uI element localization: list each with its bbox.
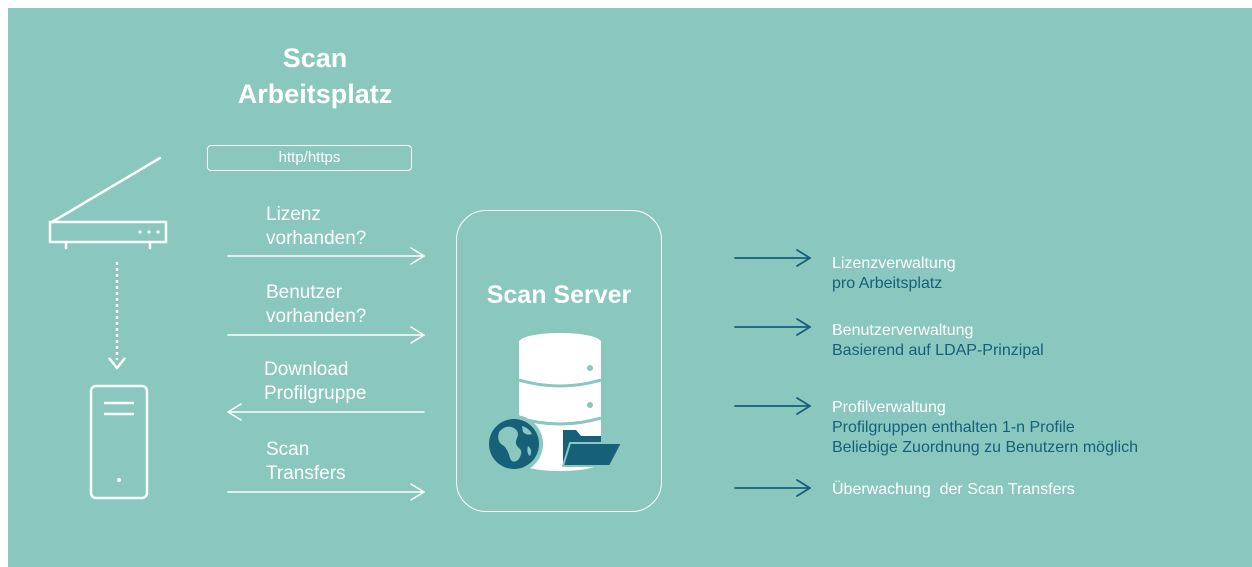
feature-arrow-user [734, 318, 811, 336]
message-transfers: Scan Transfers [266, 438, 346, 486]
protocol-badge: http/https [207, 145, 412, 171]
message-license: Lizenz vorhanden? [266, 203, 366, 251]
message-transfers-line2: Transfers [266, 463, 346, 484]
feature-license-line: pro Arbeitsplatz [832, 275, 943, 292]
feature-user-title: Benutzerverwaltung [832, 322, 974, 339]
feature-profile-line1: Profilgruppen enthalten 1-n Profile [832, 419, 1075, 436]
feature-license: Lizenzverwaltung pro Arbeitsplatz [832, 254, 956, 294]
arrow-user-to-server [227, 326, 425, 344]
arrow-license-to-server [227, 247, 425, 265]
feature-user-line: Basierend auf LDAP-Prinzipal [832, 342, 1044, 359]
workstation-title-line2: Arbeitsplatz [237, 79, 393, 109]
message-profile-line2: Profilgruppe [264, 383, 367, 404]
message-user-line2: vorhanden? [266, 306, 367, 327]
feature-monitoring-title: Überwachung der Scan Transfers [832, 481, 1075, 498]
feature-monitoring: Überwachung der Scan Transfers [832, 480, 1075, 500]
feature-arrow-license [734, 249, 811, 267]
computer-tower-icon [89, 384, 149, 500]
arrow-transfers-to-server [227, 483, 425, 501]
feature-arrow-monitoring [734, 479, 811, 497]
feature-user: Benutzerverwaltung Basierend auf LDAP-Pr… [832, 321, 1044, 361]
workstation-title: Scan Arbeitsplatz [230, 40, 400, 112]
globe-icon [485, 415, 543, 473]
scanner-icon [48, 156, 168, 250]
feature-profile-title: Profilverwaltung [832, 399, 946, 416]
feature-arrow-profile [734, 397, 811, 415]
feature-license-title: Lizenzverwaltung [832, 255, 956, 272]
message-license-line2: vorhanden? [266, 228, 367, 249]
folder-icon [562, 430, 623, 467]
scanner-to-computer-connector [108, 262, 126, 370]
message-user-line1: Benutzer [266, 282, 343, 303]
message-profile-line1: Download [264, 359, 349, 380]
arrow-profile-to-workstation [227, 403, 425, 421]
message-user: Benutzer vorhanden? [266, 281, 366, 329]
message-profile: Download Profilgruppe [264, 358, 366, 406]
diagram-canvas [8, 8, 1252, 567]
scan-server-box [456, 210, 662, 512]
feature-profile-line2: Beliebige Zuordnung zu Benutzern möglich [832, 439, 1138, 456]
workstation-title-line1: Scan [282, 43, 348, 73]
feature-profile: Profilverwaltung Profilgruppen enthalten… [832, 398, 1138, 458]
message-transfers-line1: Scan [266, 439, 310, 460]
message-license-line1: Lizenz [266, 204, 321, 225]
scan-server-title: Scan Server [486, 281, 632, 309]
